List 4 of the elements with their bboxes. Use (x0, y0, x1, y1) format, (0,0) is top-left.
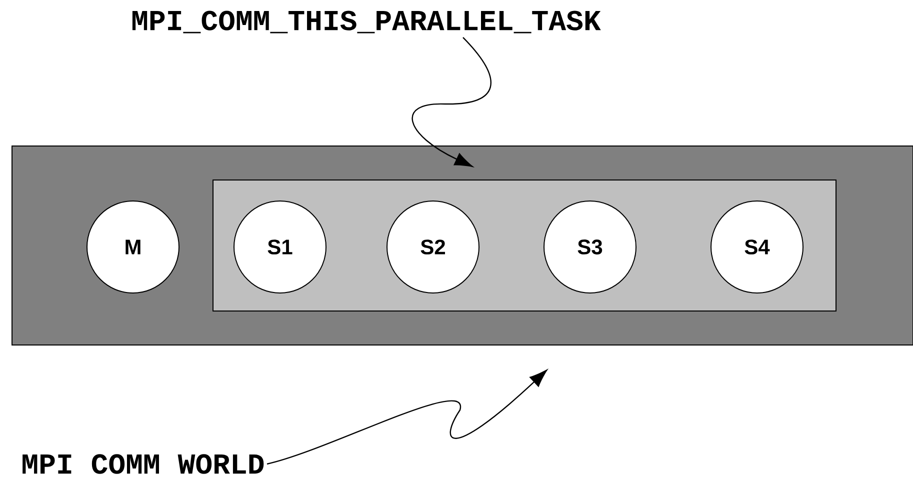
arrow (266, 370, 548, 465)
arrow (412, 37, 492, 167)
label-text: MPI COMM WORLD (22, 454, 264, 474)
label-text: MPI_COMM_THIS_PARALLEL_TASK (132, 10, 601, 34)
